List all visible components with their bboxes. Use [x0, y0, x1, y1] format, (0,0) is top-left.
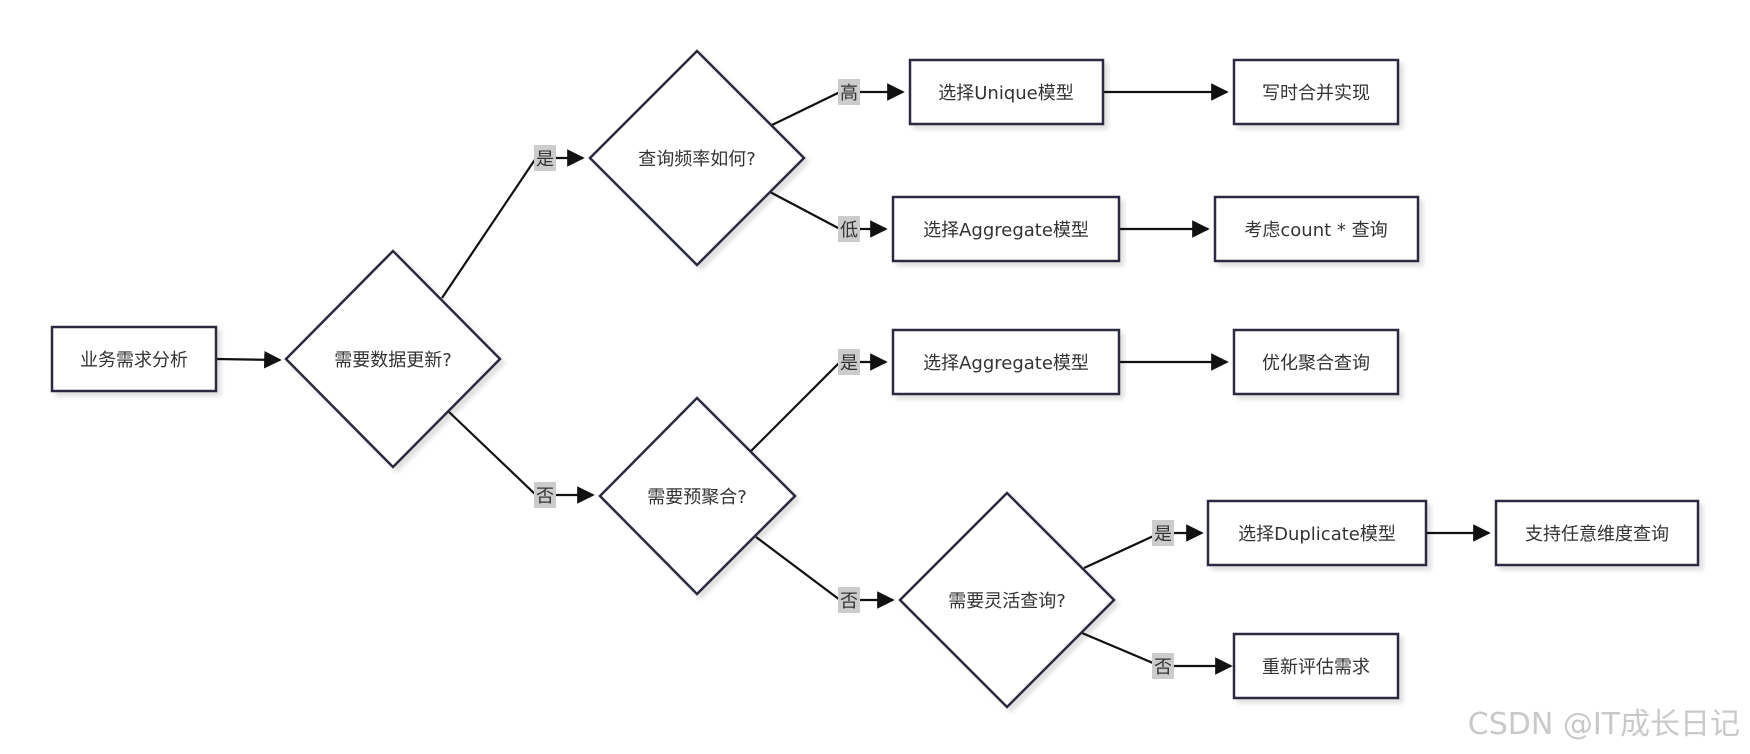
edge-label-preagg-yes: 是	[838, 349, 860, 375]
decision-need-preagg-label: 需要预聚合?	[647, 487, 747, 508]
node-agg-yes: 选择Aggregate模型	[891, 328, 1121, 396]
edge-preagg-no	[755, 536, 895, 609]
edge-update-yes	[441, 149, 585, 299]
edge-label-update-no: 否	[534, 482, 556, 508]
node-duplicate: 选择Duplicate模型	[1206, 499, 1428, 567]
node-count-label: 考虑count * 查询	[1244, 220, 1387, 241]
edge-preagg-yes	[750, 353, 888, 452]
decision-query-freq: 查询频率如何?	[588, 49, 806, 267]
node-opt-agg-label: 优化聚合查询	[1262, 353, 1370, 374]
node-agg-low: 选择Aggregate模型	[891, 195, 1121, 263]
svg-text:是: 是	[1154, 524, 1172, 545]
node-duplicate-label: 选择Duplicate模型	[1238, 524, 1396, 545]
node-reeval-label: 重新评估需求	[1262, 657, 1370, 678]
node-opt-agg: 优化聚合查询	[1232, 328, 1400, 396]
node-unique-label: 选择Unique模型	[938, 83, 1074, 104]
edge-label-preagg-no: 否	[838, 587, 860, 613]
edge-start-to-update	[215, 350, 282, 369]
edge-label-flex-yes: 是	[1152, 520, 1174, 546]
edge-label-freq-low: 低	[838, 216, 860, 242]
node-unique: 选择Unique模型	[908, 58, 1105, 126]
node-agg-low-label: 选择Aggregate模型	[923, 220, 1089, 241]
decision-need-preagg: 需要预聚合?	[598, 396, 797, 596]
node-count: 考虑count * 查询	[1213, 195, 1420, 263]
node-start-label: 业务需求分析	[80, 350, 188, 371]
edge-freq-high	[771, 83, 905, 126]
edge-label-update-yes: 是	[534, 145, 556, 171]
svg-text:是: 是	[840, 353, 858, 374]
node-mow: 写时合并实现	[1232, 58, 1400, 126]
node-agg-yes-label: 选择Aggregate模型	[923, 353, 1089, 374]
node-any-dim-label: 支持任意维度查询	[1525, 524, 1669, 545]
edge-label-flex-no: 否	[1152, 653, 1174, 679]
node-mow-label: 写时合并实现	[1262, 83, 1370, 104]
decision-need-flex: 需要灵活查询?	[898, 491, 1116, 709]
decision-query-freq-label: 查询频率如何?	[638, 149, 756, 170]
svg-text:否: 否	[536, 486, 554, 507]
decision-need-flex-label: 需要灵活查询?	[948, 591, 1066, 612]
svg-text:是: 是	[536, 149, 554, 170]
watermark: CSDN @IT成长日记	[1468, 707, 1740, 742]
svg-text:否: 否	[1154, 657, 1172, 678]
node-reeval: 重新评估需求	[1232, 632, 1400, 700]
svg-text:高: 高	[840, 83, 858, 104]
node-start: 业务需求分析	[50, 325, 218, 393]
edge-update-no	[447, 410, 595, 504]
svg-text:低: 低	[840, 220, 858, 241]
edge-label-freq-high: 高	[838, 79, 860, 105]
svg-text:否: 否	[840, 591, 858, 612]
node-any-dim: 支持任意维度查询	[1494, 499, 1700, 567]
edge-flex-yes	[1083, 524, 1204, 569]
decision-need-update: 需要数据更新?	[284, 249, 502, 469]
decision-need-update-label: 需要数据更新?	[334, 350, 452, 371]
edge-freq-low	[769, 191, 888, 238]
